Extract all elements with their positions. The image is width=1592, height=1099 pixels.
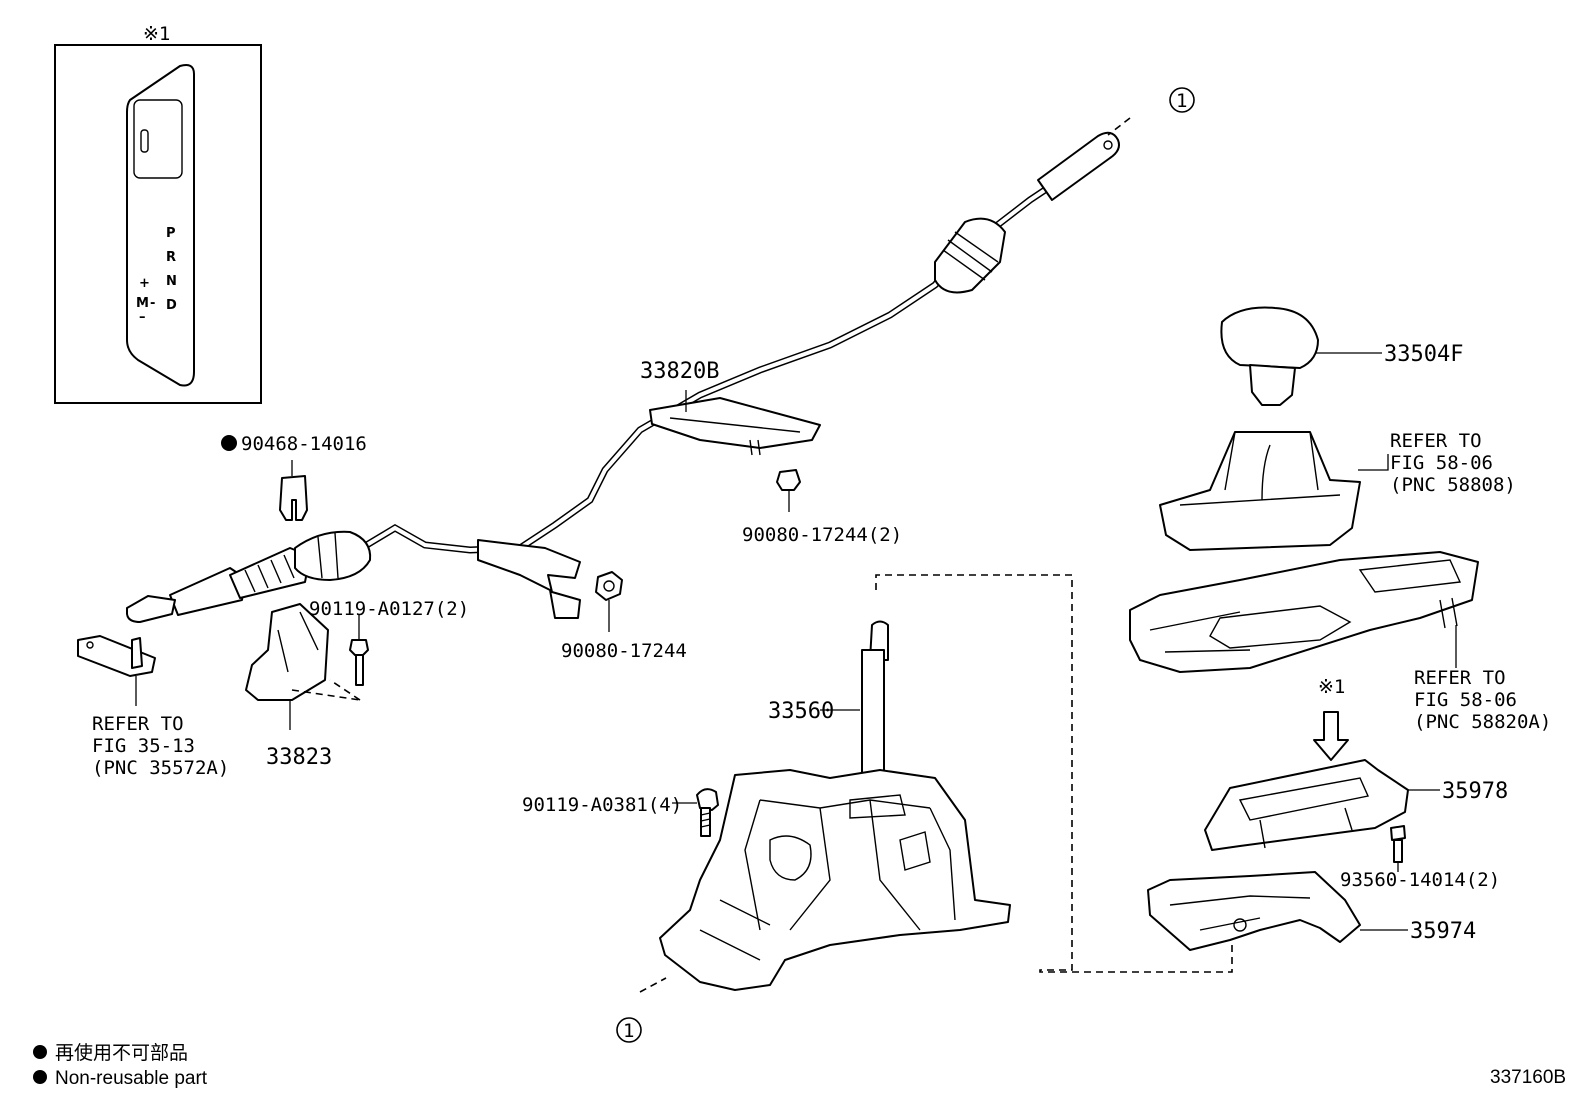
ref-circle-bottom-label: 1 xyxy=(623,1020,634,1042)
shift-m-dash: - xyxy=(150,296,155,311)
ref-fig-58-06-b-line1: REFER TO xyxy=(1414,667,1506,689)
bolt-90119-a0381 xyxy=(696,788,719,837)
ref-fig-58-06-a-line1: REFER TO xyxy=(1390,430,1482,452)
shift-m: M xyxy=(136,296,149,311)
cable-mount-bracket xyxy=(477,539,581,619)
label-90119-a0381-4: 90119-A0381(4) xyxy=(522,794,682,816)
cable-boot xyxy=(294,530,372,581)
ref-fig-58-06-a-line3: (PNC 58808) xyxy=(1390,474,1516,496)
note-mark-inset: ※1 xyxy=(143,23,170,45)
ref-fig-35-13-line3: (PNC 35572A) xyxy=(92,757,229,779)
shift-minus: – xyxy=(139,310,146,325)
label-33504f: 33504F xyxy=(1384,342,1463,367)
legend-dot-en xyxy=(33,1070,47,1084)
shift-letter-r: R xyxy=(166,250,176,265)
inset-frame xyxy=(54,44,262,404)
cable-bracket-33823 xyxy=(245,603,361,730)
indicator-window xyxy=(133,99,183,179)
indicator-plate xyxy=(126,64,195,387)
note-mark-arrow: ※1 xyxy=(1318,676,1345,698)
shift-boot xyxy=(1159,431,1361,551)
leader-ref-58808 xyxy=(1358,454,1389,471)
ref-fig-58-06-a: REFER TO FIG 58-06 (PNC 58808) xyxy=(1390,430,1516,496)
indicator-lamp xyxy=(140,129,149,153)
label-35978: 35978 xyxy=(1442,779,1508,804)
legend-dot-jp xyxy=(33,1045,47,1059)
label-35974: 35974 xyxy=(1410,919,1476,944)
non-reusable-dot xyxy=(221,435,237,451)
legend-english: Non-reusable part xyxy=(55,1068,208,1089)
figure-id: 337160B xyxy=(1490,1067,1566,1088)
shift-knob xyxy=(1220,306,1319,406)
label-93560-14014-2: 93560-14014(2) xyxy=(1340,869,1500,891)
inset-shift-panel: ※1 P R N D + M - – xyxy=(54,23,262,404)
shift-lever-assembly xyxy=(659,620,1011,991)
cable-end-rod xyxy=(1037,131,1120,201)
cable-end-eye xyxy=(126,595,176,623)
shift-letter-p: P xyxy=(166,226,176,241)
ref-circle-top: 1 xyxy=(1169,87,1195,113)
screw-93560 xyxy=(1390,825,1406,872)
ref-fig-35-13-line2: FIG 35-13 xyxy=(92,735,195,757)
ref-fig-58-06-a-line2: FIG 58-06 xyxy=(1390,452,1493,474)
ref-fig-35-13-line1: REFER TO xyxy=(92,713,184,735)
cable-clip xyxy=(279,475,308,521)
cable-bracket xyxy=(649,397,821,449)
ref-fig-58-06-b-line3: (PNC 58820A) xyxy=(1414,711,1551,733)
shift-lever-base xyxy=(659,769,1011,991)
legend: 再使用不可部品 Non-reusable part xyxy=(33,1042,208,1089)
insert-arrow xyxy=(1313,711,1349,761)
ref-circle-bottom: 1 xyxy=(616,1017,642,1043)
console-panel xyxy=(1129,551,1479,673)
position-indicator xyxy=(1204,759,1409,851)
shift-letter-d: D xyxy=(166,298,177,313)
ref-fig-35-13: REFER TO FIG 35-13 (PNC 35572A) xyxy=(92,713,229,779)
shift-plus: + xyxy=(139,276,150,291)
ref-lead-upper xyxy=(1107,117,1131,136)
label-90468-14016: 90468-14016 xyxy=(241,433,367,455)
ref-circle-top-label: 1 xyxy=(1176,90,1187,112)
indicator-bracket xyxy=(1147,871,1361,951)
label-33560: 33560 xyxy=(768,699,834,724)
transmission-lever-pin xyxy=(77,635,156,706)
label-90119-a0127-2: 90119-A0127(2) xyxy=(309,598,469,620)
bolt-90119-a0127 xyxy=(349,614,369,686)
shift-letter-n: N xyxy=(166,274,177,289)
ref-fig-58-06-b-line2: FIG 58-06 xyxy=(1414,689,1517,711)
label-90080-17244: 90080-17244 xyxy=(561,640,687,662)
nut-90080 xyxy=(595,571,623,632)
label-33823: 33823 xyxy=(266,745,332,770)
legend-japanese: 再使用不可部品 xyxy=(55,1042,188,1064)
shift-cable-assembly xyxy=(126,131,1120,623)
label-90080-17244-2: 90080-17244(2) xyxy=(742,524,902,546)
label-33820b: 33820B xyxy=(640,359,719,384)
ref-fig-58-06-b: REFER TO FIG 58-06 (PNC 58820A) xyxy=(1414,667,1551,733)
ref-lead-lower xyxy=(639,977,667,993)
nut-90080-pair xyxy=(776,469,801,512)
